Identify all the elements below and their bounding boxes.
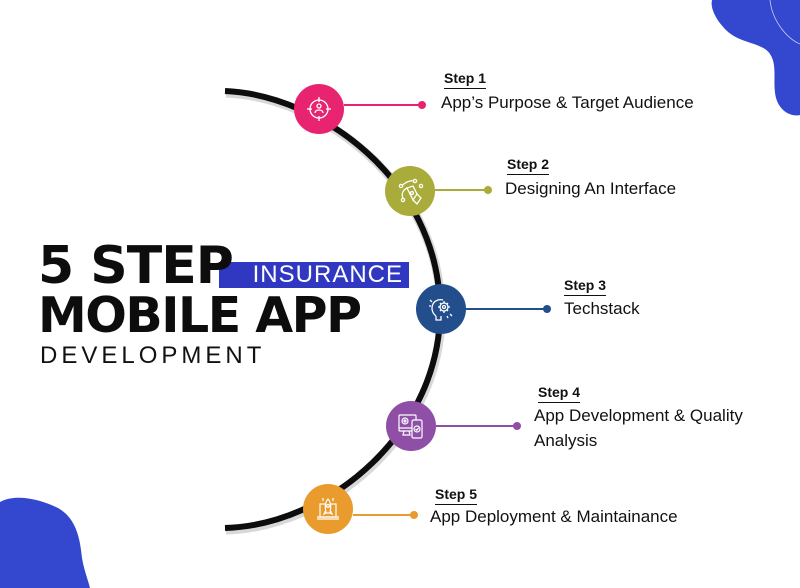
step-1-dot	[418, 101, 426, 109]
step-4-text: App Development & Quality	[534, 406, 743, 425]
step-2-label: Step 2	[507, 156, 550, 175]
step-1-connector	[344, 104, 422, 106]
step-3-connector	[466, 308, 546, 310]
step-4-label: Step 4	[538, 384, 581, 403]
step-3-text: Techstack	[564, 299, 640, 318]
devices-gear-icon	[398, 414, 423, 439]
step-1-text: App’s Purpose & Target Audience	[441, 93, 694, 112]
step-5-connector	[353, 514, 413, 516]
pen-tool-icon	[398, 178, 424, 206]
bottom-left-blob	[0, 497, 90, 588]
step-2-circle	[385, 166, 435, 216]
step-3-circle	[416, 284, 466, 334]
title-line-2: MOBILE APP	[38, 287, 362, 344]
step-2-text: Designing An Interface	[505, 179, 677, 198]
step-2-connector	[435, 189, 487, 191]
title-badge: INSURANCE	[219, 262, 409, 288]
step-4-text-line-2: Analysis	[534, 431, 598, 450]
target-user-icon	[307, 97, 331, 121]
lightbulb-gear-icon	[429, 298, 453, 321]
title-line-3: DEVELOPMENT	[40, 342, 266, 369]
step-4-dot	[513, 422, 521, 430]
step-5-dot	[410, 511, 418, 519]
step-4-circle	[386, 401, 436, 451]
step-5-circle	[303, 484, 353, 534]
step-4-connector	[436, 425, 516, 427]
step-3-dot	[543, 305, 551, 313]
step-1-circle	[294, 84, 344, 134]
rocket-laptop-icon	[317, 498, 339, 520]
step-5-label: Step 5	[435, 486, 478, 505]
step-2-dot	[484, 186, 492, 194]
title-line-1: 5 STEP	[38, 236, 234, 296]
step-3-label: Step 3	[564, 277, 607, 296]
step-5-text: App Deployment & Maintainance	[430, 507, 678, 526]
step-1-label: Step 1	[444, 70, 487, 89]
top-right-blob	[711, 0, 800, 116]
